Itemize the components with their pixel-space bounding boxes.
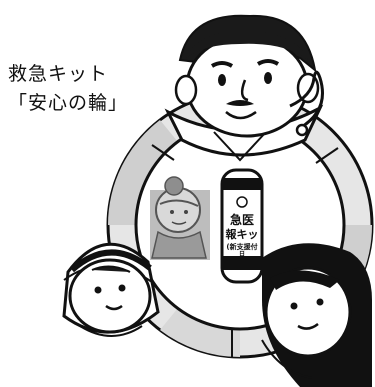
kit-label-line-2: 報キッ xyxy=(226,227,259,241)
emergency-kit-cylinder: 急医 報キッ (新支援付 日 xyxy=(220,168,264,284)
kit-label-line-3: (新支援付 xyxy=(226,242,257,251)
caption-line-1: 救急キット xyxy=(8,63,109,85)
kit-label-line-4: 日 xyxy=(239,251,245,258)
caption: 救急キット 「安心の輪」 xyxy=(8,60,128,118)
kit-label-line-1: 急医 xyxy=(230,212,254,227)
elderly-woman-figure xyxy=(150,176,210,260)
caption-line-2: 「安心の輪」 xyxy=(8,92,129,114)
helmet-child-character xyxy=(62,242,160,337)
kit-emblem-icon xyxy=(236,196,248,208)
doctor-character xyxy=(164,14,324,162)
girl-character xyxy=(261,243,372,387)
